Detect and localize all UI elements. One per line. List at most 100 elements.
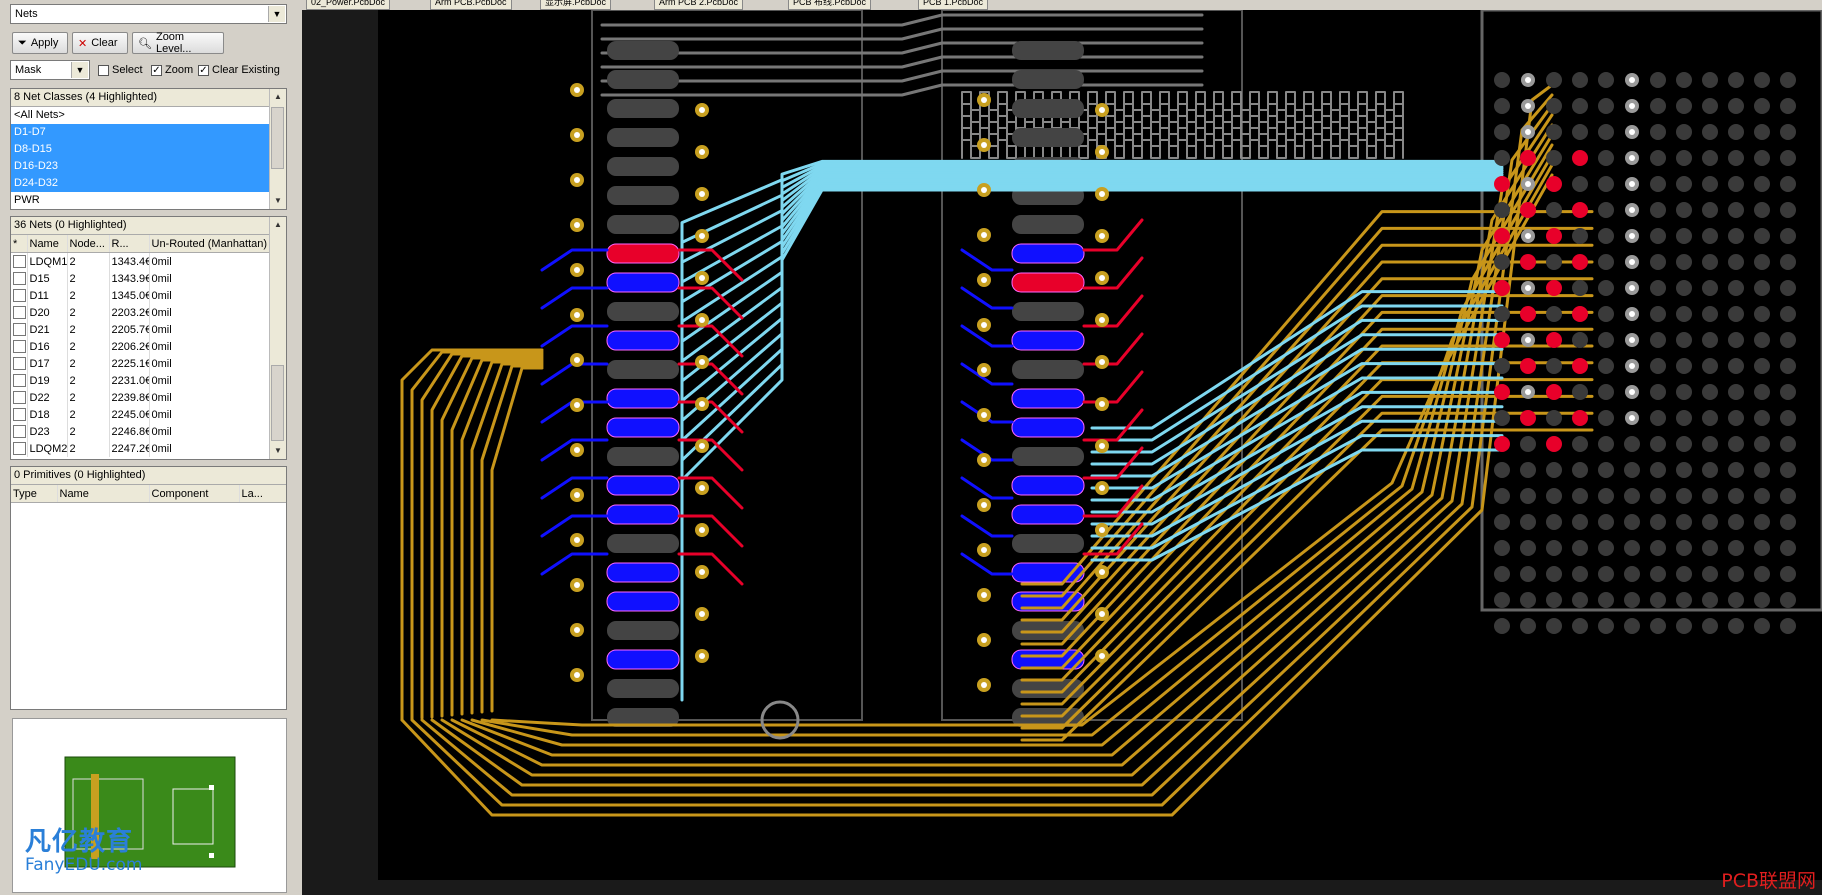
via-hole — [981, 412, 987, 418]
checkbox-box[interactable] — [13, 357, 26, 370]
via-hole — [1099, 149, 1105, 155]
pcb-canvas[interactable]: PCB联盟网 — [302, 0, 1822, 895]
row-checkbox[interactable] — [11, 389, 28, 406]
document-tab[interactable]: PCB 1.PcbDoc — [918, 0, 989, 10]
scroll-thumb[interactable] — [271, 107, 284, 169]
row-checkbox[interactable] — [11, 355, 28, 372]
clear-existing-checkbox[interactable]: ✓ Clear Existing — [198, 64, 280, 76]
column-header[interactable]: R... — [109, 235, 150, 253]
magnifier-icon: 🔍︎ — [138, 37, 152, 50]
checkbox-box[interactable] — [13, 306, 26, 319]
row-checkbox[interactable] — [11, 423, 28, 440]
column-header[interactable]: Component — [149, 485, 240, 503]
nets-scrollbar[interactable]: ▲ ▼ — [269, 217, 286, 459]
column-header[interactable]: Un-Routed (Manhattan) — [149, 235, 271, 253]
zoom-level-button[interactable]: 🔍︎ Zoom Level... — [132, 31, 224, 55]
table-cell: 0mil — [149, 406, 271, 423]
bga-ball — [1754, 150, 1770, 166]
table-cell: D15 — [27, 270, 68, 287]
select-checkbox[interactable]: Select — [98, 64, 143, 76]
table-cell: 2205.7€ — [109, 321, 150, 338]
bottom-fanout-trace — [540, 248, 609, 272]
row-checkbox[interactable] — [11, 252, 28, 270]
scroll-down-icon[interactable]: ▼ — [274, 196, 282, 205]
checkbox-box[interactable] — [13, 374, 26, 387]
checkbox-box[interactable] — [13, 340, 26, 353]
table-cell: 0mil — [149, 338, 271, 355]
column-header[interactable]: * — [11, 235, 28, 253]
column-header[interactable]: Name — [57, 485, 150, 503]
bga-ball — [1494, 358, 1510, 374]
scroll-up-icon[interactable]: ▲ — [274, 92, 282, 101]
background-meander — [961, 115, 1404, 135]
smd-pad — [1012, 215, 1084, 234]
panel-mode-select[interactable]: Nets ▼ — [10, 4, 287, 24]
column-header[interactable]: Name — [27, 235, 68, 253]
checkbox-box[interactable] — [13, 323, 26, 336]
table-cell: 0mil — [149, 440, 271, 457]
bga-ball — [1494, 306, 1510, 322]
checkbox-box[interactable] — [13, 391, 26, 404]
scroll-thumb[interactable] — [271, 365, 284, 441]
row-checkbox[interactable] — [11, 304, 28, 321]
document-tab[interactable]: 02_Power.PcbDoc — [306, 0, 391, 10]
net-class-item[interactable]: D8-D15 — [11, 141, 269, 158]
checkbox-box[interactable] — [13, 442, 26, 455]
row-checkbox[interactable] — [11, 338, 28, 355]
column-header[interactable]: Type — [11, 485, 58, 503]
apply-button[interactable]: ⏷ Apply — [12, 32, 68, 54]
document-tab[interactable]: PCB 布线.PcbDoc — [788, 0, 872, 10]
row-checkbox[interactable] — [11, 287, 28, 304]
checkbox-box[interactable] — [13, 408, 26, 421]
checkbox-box[interactable] — [13, 255, 26, 268]
checkbox-box[interactable] — [13, 272, 26, 285]
zoom-checkbox[interactable]: ✓ Zoom — [151, 64, 193, 76]
row-checkbox[interactable] — [11, 270, 28, 287]
pcb-layout-view[interactable] — [302, 0, 1822, 895]
bga-ball — [1650, 176, 1666, 192]
bga-ball — [1572, 332, 1588, 348]
net-classes-scrollbar[interactable]: ▲ ▼ — [269, 89, 286, 209]
board-preview[interactable]: 凡亿教育 FanyEDU.com — [12, 718, 287, 893]
row-checkbox[interactable] — [11, 406, 28, 423]
bga-ball — [1754, 202, 1770, 218]
column-header[interactable]: Node... — [67, 235, 110, 253]
net-class-item[interactable]: PWR — [14, 194, 40, 206]
gold-trace — [1020, 226, 1594, 598]
row-checkbox[interactable] — [11, 372, 28, 389]
row-checkbox[interactable] — [11, 321, 28, 338]
filter-mode-select[interactable]: Mask ▼ — [10, 60, 90, 80]
clear-button[interactable]: ✕ Clear — [72, 32, 128, 54]
net-class-item[interactable]: D24-D32 — [11, 175, 269, 192]
bga-ball — [1728, 72, 1744, 88]
bga-ball — [1728, 410, 1744, 426]
scroll-up-icon[interactable]: ▲ — [274, 220, 282, 229]
cyan-trace — [1090, 405, 1504, 526]
checkbox-box[interactable] — [13, 425, 26, 438]
row-checkbox[interactable] — [11, 440, 28, 457]
net-class-item[interactable]: D1-D7 — [11, 124, 269, 141]
bga-ball — [1494, 618, 1510, 634]
net-class-item[interactable]: <All Nets> — [14, 109, 65, 121]
smd-pad — [607, 534, 679, 553]
bga-ball — [1754, 254, 1770, 270]
document-tab[interactable]: 显示屏.PcbDoc — [540, 0, 612, 10]
scroll-down-icon[interactable]: ▼ — [274, 446, 282, 455]
document-tab[interactable]: Arm PCB.PcbDoc — [430, 0, 512, 10]
column-header[interactable]: La... — [239, 485, 286, 503]
document-tab[interactable]: Arm PCB 2.PcbDoc — [654, 0, 744, 10]
net-class-item[interactable]: D16-D23 — [11, 158, 269, 175]
checkbox-box[interactable] — [13, 289, 26, 302]
